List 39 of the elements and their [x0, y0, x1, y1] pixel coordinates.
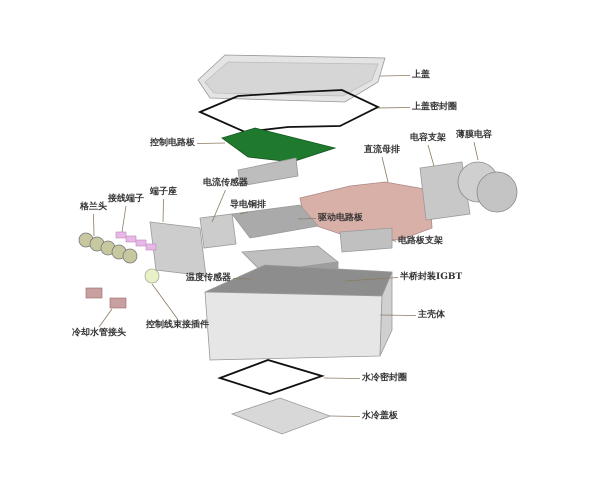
part-label: 上盖 [412, 70, 430, 81]
leader-line [93, 214, 94, 236]
leader-line [240, 212, 248, 214]
part-label: 电容支架 [410, 133, 446, 144]
part-label: 格兰头 [80, 202, 107, 213]
leader-line [428, 144, 434, 166]
part-label: 水冷盖板 [362, 411, 398, 422]
leader-line [122, 206, 126, 232]
leader-line [162, 198, 164, 222]
leader-line [196, 142, 226, 144]
leader-line [152, 284, 178, 320]
leader-line [474, 142, 478, 160]
leader-line [380, 314, 416, 316]
leader-line [330, 416, 360, 417]
part-label: 薄膜电容 [456, 130, 492, 141]
leader-line [324, 378, 360, 379]
part-label: 主壳体 [418, 310, 445, 321]
part-label: 端子座 [150, 187, 177, 198]
part-label: 导电铜排 [230, 200, 266, 211]
part-label: 上盖密封圈 [412, 102, 457, 113]
leader-line [382, 156, 388, 182]
part-label: 温度传感器 [186, 273, 231, 284]
part-label: 控制线束接插件 [146, 320, 209, 331]
leader-line [232, 278, 252, 280]
part-label: 电流传感器 [203, 178, 248, 189]
leader-line [298, 218, 316, 220]
part-label: 驱动电路板 [318, 213, 363, 224]
leader-line [378, 107, 410, 108]
leader-line [212, 190, 226, 222]
part-label: 控制电路板 [150, 138, 195, 149]
part-label: 水冷密封圈 [362, 373, 407, 384]
part-label: 半桥封装IGBT [400, 272, 462, 283]
part-label: 冷却水管接头 [72, 328, 126, 339]
leader-line [392, 240, 396, 242]
part-label: 电路板支架 [398, 236, 443, 247]
part-label: 直流母排 [364, 145, 400, 156]
leader-line [98, 308, 112, 328]
leader-line [380, 75, 410, 76]
part-label: 接线端子 [108, 194, 144, 205]
